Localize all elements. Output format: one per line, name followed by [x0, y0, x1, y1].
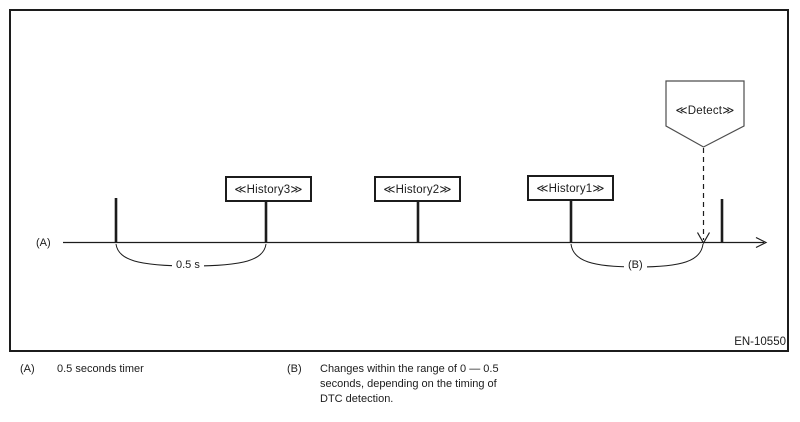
axis-label: (A): [36, 237, 51, 249]
history1-box: ≪History1≫: [527, 175, 614, 201]
timer-interval-label: 0.5 s: [172, 259, 204, 272]
detect-label: ≪Detect≫: [675, 105, 735, 117]
history2-box: ≪History2≫: [374, 176, 461, 202]
axis-arrowhead: [755, 236, 768, 249]
legend-key-a: (A): [20, 363, 35, 375]
history3-box: ≪History3≫: [225, 176, 312, 202]
detect-pennant-shape: [665, 80, 745, 148]
detect-arrowhead: [696, 232, 711, 245]
legend-text-a: 0.5 seconds timer: [57, 363, 144, 375]
legend-key-b: (B): [287, 363, 302, 375]
figure-id: EN-10550: [734, 336, 786, 348]
range-interval-label: (B): [624, 259, 647, 272]
legend-text-b: Changes within the range of 0 — 0.5 seco…: [320, 363, 499, 405]
